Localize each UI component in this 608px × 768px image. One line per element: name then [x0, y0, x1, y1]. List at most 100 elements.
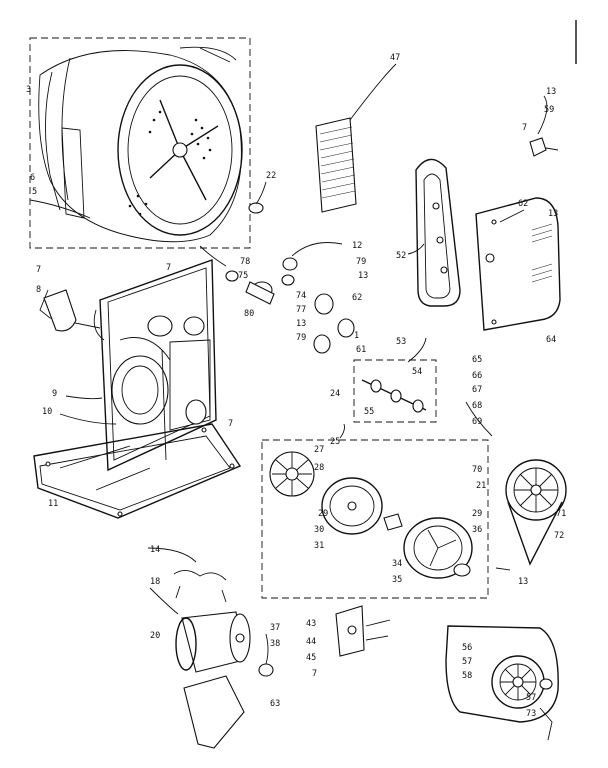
part-label: 80 — [244, 309, 254, 319]
part-label: 13 — [518, 577, 528, 587]
part-label: 28 — [314, 463, 324, 473]
part-label: 62 — [518, 199, 528, 209]
part-label: 57 — [462, 657, 472, 667]
part-label: 79 — [296, 333, 306, 343]
part-label: 13 — [548, 209, 558, 219]
part-label: 57 — [526, 693, 536, 703]
part-label: 6 — [30, 173, 35, 183]
part-8-cup — [43, 289, 77, 332]
blower-housing-plate — [321, 477, 383, 535]
part-label: 53 — [396, 337, 406, 347]
part-label: 52 — [396, 251, 406, 261]
lint-screen — [315, 117, 357, 213]
drum-perforations — [128, 110, 212, 216]
part-label: 20 — [150, 631, 160, 641]
part-label: 22 — [266, 171, 276, 181]
part-label: 55 — [364, 407, 374, 417]
part-label: 30 — [314, 525, 324, 535]
front-bulkhead — [99, 259, 217, 472]
drum-assembly — [29, 37, 251, 249]
part-label: 7 — [36, 265, 41, 275]
motor-clamps — [173, 570, 227, 603]
part-label: 5 — [32, 187, 37, 197]
part-label: 38 — [270, 639, 280, 649]
part-label: 13 — [296, 319, 306, 329]
part-label: 63 — [270, 699, 280, 709]
part-label: 7 — [522, 123, 527, 133]
belt-guard-bracket — [415, 158, 461, 307]
part-label: 3 — [26, 85, 31, 95]
part-label: 54 — [412, 367, 422, 377]
drum-rear-bulkhead — [117, 64, 243, 236]
drum-baffle — [61, 127, 85, 219]
motor — [175, 611, 274, 677]
part-label: 13 — [358, 271, 368, 281]
part-label: 65 — [472, 355, 482, 365]
part-label: 66 — [472, 371, 482, 381]
part-label: 21 — [476, 481, 486, 491]
part-label: 37 — [270, 623, 280, 633]
part-label: 1 — [354, 331, 359, 341]
drive-belt-assembly — [445, 625, 559, 741]
part-label: 35 — [392, 575, 402, 585]
part-35-pulley — [453, 563, 471, 577]
part-label: 13 — [546, 87, 556, 97]
part-label: 8 — [36, 285, 41, 295]
part-label: 9 — [52, 389, 57, 399]
part-label: 56 — [462, 643, 472, 653]
part-31-seal — [383, 513, 403, 531]
part-label: 31 — [314, 541, 324, 551]
part-label: 44 — [306, 637, 316, 647]
part-label: 62 — [352, 293, 362, 303]
part-label: 67 — [472, 385, 482, 395]
part-label: 29 — [318, 509, 328, 519]
part-label: 72 — [554, 531, 564, 541]
part-label: 10 — [42, 407, 52, 417]
part-label: 68 — [472, 401, 482, 411]
drum-spider — [149, 99, 219, 201]
drum-opening — [111, 355, 169, 425]
blower-housing — [403, 517, 473, 579]
part-label: 45 — [306, 653, 316, 663]
motor-mount — [183, 675, 245, 749]
part-label: 61 — [356, 345, 366, 355]
part-label: 27 — [314, 445, 324, 455]
blower-assembly — [261, 439, 489, 599]
part-label: 75 — [238, 271, 248, 281]
part-label: 7 — [166, 263, 171, 273]
cabinet-base — [33, 423, 242, 519]
part-label: 74 — [296, 291, 306, 301]
rear-access-panel — [475, 197, 561, 331]
bearing-parts — [225, 257, 355, 354]
part-label: 43 — [306, 619, 316, 629]
part-label: 79 — [356, 257, 366, 267]
part-label: 24 — [330, 389, 340, 399]
motor-switch-bracket — [335, 605, 391, 657]
part-73-spring — [539, 707, 553, 741]
part-label: 69 — [472, 417, 482, 427]
part-label: 78 — [240, 257, 250, 267]
part-label: 18 — [150, 577, 160, 587]
part-label: 14 — [150, 545, 160, 555]
leader-lines — [59, 47, 548, 665]
part-labels: 3 6 5 22 47 13 59 7 62 13 52 64 12 7 78 … — [26, 53, 566, 719]
blower-wheel — [269, 451, 315, 497]
part-label: 36 — [472, 525, 482, 535]
part-label: 64 — [546, 335, 556, 345]
drive-shaft-assembly — [353, 359, 437, 423]
part-59-clip — [529, 137, 559, 157]
part-label: 47 — [390, 53, 400, 63]
part-label: 58 — [462, 671, 472, 681]
part-label: 71 — [556, 509, 566, 519]
idler-pulley-assembly — [505, 459, 567, 566]
part-label: 7 — [228, 419, 233, 429]
motor-pulley — [258, 663, 274, 677]
part-label: 34 — [392, 559, 402, 569]
part-label: 12 — [352, 241, 362, 251]
part-label: 73 — [526, 709, 536, 719]
part-label: 11 — [48, 499, 58, 509]
part-label: 25 — [330, 437, 340, 447]
part-label: 77 — [296, 305, 306, 315]
part-label: 59 — [544, 105, 554, 115]
